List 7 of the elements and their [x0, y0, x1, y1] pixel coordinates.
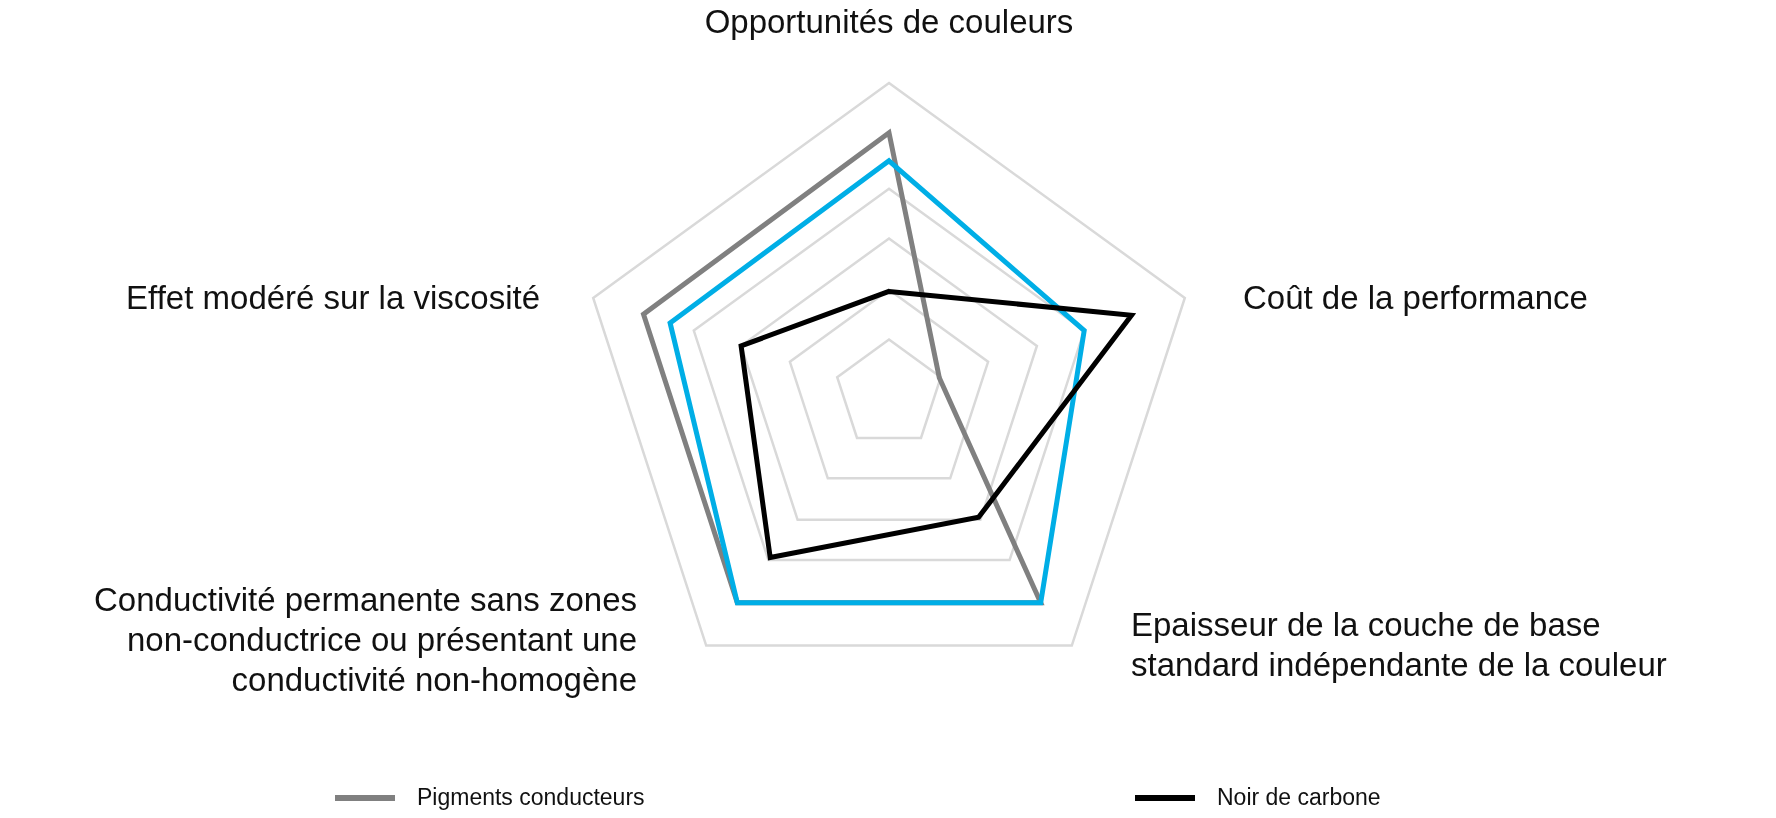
axis-label: Effet modéré sur la viscosité	[125, 278, 540, 318]
axis-label: Epaisseur de la couche de base standard indépendante de la couleur	[1131, 605, 1668, 685]
axis-label: Coût de la performance	[1243, 278, 1589, 318]
legend-label: Pigments conducteurs	[417, 784, 645, 811]
axis-label: Opportunités de couleurs	[703, 2, 1075, 42]
legend-label: Noir de carbone	[1217, 784, 1381, 811]
axis-label: Conductivité permanente sans zones non-conductrice ou présentant une conductivité non-homogène	[93, 580, 637, 700]
